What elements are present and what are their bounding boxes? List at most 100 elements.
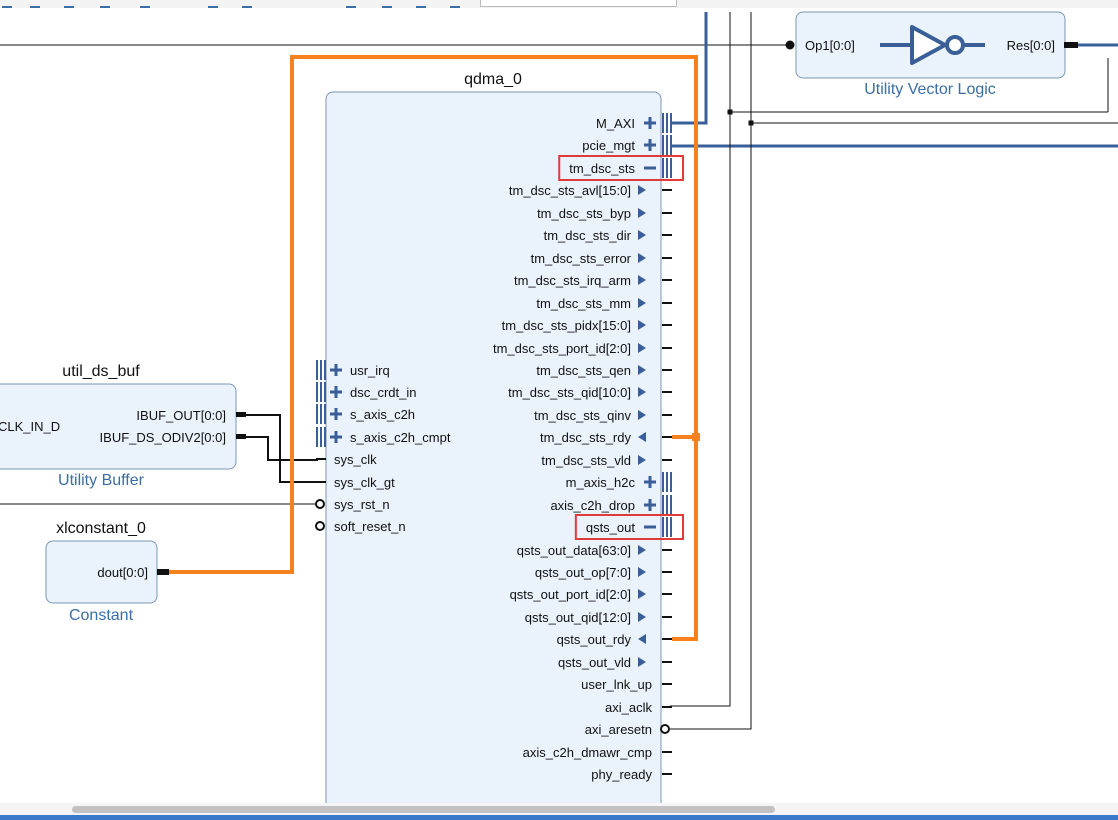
plus-icon[interactable] bbox=[648, 139, 652, 151]
uvl-op1-pin[interactable] bbox=[785, 40, 795, 50]
output-arrow-icon bbox=[638, 612, 646, 622]
toolbar-search-input[interactable] bbox=[480, 0, 677, 7]
qdma-pin-sys-clk-gt[interactable]: sys_clk_gt bbox=[316, 475, 395, 490]
toolbar-icon[interactable] bbox=[2, 0, 12, 8]
qdma-pin-label: tm_dsc_sts_mm bbox=[536, 296, 631, 311]
toolbar-icon[interactable] bbox=[100, 0, 110, 8]
plus-icon[interactable] bbox=[334, 408, 338, 420]
bus-connector-icon bbox=[324, 360, 326, 380]
qdma-pin-m-axis-h2c[interactable]: m_axis_h2c bbox=[566, 472, 672, 492]
plus-icon[interactable] bbox=[334, 386, 338, 398]
toolbar-icon[interactable] bbox=[30, 0, 40, 8]
qdma-pin-axis-c2h-dmawr-cmp[interactable]: axis_c2h_dmawr_cmp bbox=[523, 745, 672, 760]
qdma-pin-axi-aclk[interactable]: axi_aclk bbox=[605, 700, 672, 715]
qdma-pin-tm-dsc-sts[interactable]: tm_dsc_sts bbox=[558, 155, 684, 181]
toolbar-icon[interactable] bbox=[382, 0, 392, 8]
junction-dot bbox=[748, 120, 754, 126]
uvl-block[interactable]: Op1[0:0] Res[0:0] Utility Vector Logic bbox=[785, 11, 1079, 98]
toolbar-icon[interactable] bbox=[242, 0, 252, 8]
qdma-pin-tm-dsc-sts-error[interactable]: tm_dsc_sts_error bbox=[531, 251, 672, 266]
qdma-pin-qsts-out-op[interactable]: qsts_out_op[7:0] bbox=[535, 565, 672, 580]
uvl-subtitle: Utility Vector Logic bbox=[864, 81, 996, 98]
xlconstant-block[interactable]: xlconstant_0 dout[0:0] Constant bbox=[45, 520, 169, 624]
bus-connector-icon bbox=[316, 427, 318, 447]
qdma-block[interactable]: qdma_0 usr_irqdsc_crdt_ins_axis_c2hs_axi… bbox=[315, 71, 684, 813]
not-gate-icon bbox=[880, 25, 985, 65]
qdma-pin-usr-irq[interactable]: usr_irq bbox=[316, 360, 390, 380]
qdma-pin-dsc-crdt-in[interactable]: dsc_crdt_in bbox=[316, 382, 416, 402]
plus-icon[interactable] bbox=[648, 499, 652, 511]
qdma-pin-tm-dsc-sts-qen[interactable]: tm_dsc_sts_qen bbox=[536, 363, 672, 378]
qdma-pin-tm-dsc-sts-port-id[interactable]: tm_dsc_sts_port_id[2:0] bbox=[493, 341, 672, 356]
qdma-pin-sys-rst-n[interactable]: sys_rst_n bbox=[315, 497, 390, 512]
util-ds-buf-body[interactable] bbox=[0, 383, 237, 470]
qdma-pin-tm-dsc-sts-pidx[interactable]: tm_dsc_sts_pidx[15:0] bbox=[502, 318, 672, 333]
qdma-pin-qsts-out-rdy[interactable]: qsts_out_rdy bbox=[557, 632, 672, 647]
qdma-pin-tm-dsc-sts-qid[interactable]: tm_dsc_sts_qid[10:0] bbox=[508, 385, 672, 400]
net-ibuf-out[interactable] bbox=[238, 414, 318, 483]
minus-icon[interactable] bbox=[644, 525, 656, 529]
qdma-pin-label: tm_dsc_sts_byp bbox=[537, 206, 631, 221]
qdma-pin-qsts-out-data[interactable]: qsts_out_data[63:0] bbox=[517, 543, 672, 558]
qdma-pin-label: m_axis_h2c bbox=[566, 475, 636, 490]
toolbar-icon[interactable] bbox=[140, 0, 150, 8]
qdma-pin-axi-aresetn[interactable]: axi_aresetn bbox=[585, 722, 670, 737]
highlight-box bbox=[558, 155, 684, 181]
qdma-pin-sys-clk[interactable]: sys_clk bbox=[316, 452, 377, 467]
qdma-pin-axis-c2h-drop[interactable]: axis_c2h_drop bbox=[550, 495, 672, 515]
minus-icon[interactable] bbox=[644, 166, 656, 170]
qdma-pin-pcie-mgt[interactable]: pcie_mgt bbox=[582, 135, 672, 155]
qdma-pin-tm-dsc-sts-avl[interactable]: tm_dsc_sts_avl[15:0] bbox=[509, 183, 672, 198]
net-m-axi[interactable] bbox=[672, 12, 708, 125]
bus-connector-icon bbox=[670, 517, 672, 537]
toolbar-icon[interactable] bbox=[346, 0, 356, 8]
qdma-pin-tm-dsc-sts-byp[interactable]: tm_dsc_sts_byp bbox=[537, 206, 672, 221]
qdma-pin-label: tm_dsc_sts_dir bbox=[544, 228, 632, 243]
toolbar-icon[interactable] bbox=[450, 0, 460, 8]
qdma-pin-qsts-out-vld[interactable]: qsts_out_vld bbox=[558, 655, 672, 670]
qdma-pin-phy-ready[interactable]: phy_ready bbox=[591, 767, 672, 782]
bus-connector-icon bbox=[324, 427, 326, 447]
net-const-qsts-out-rdy[interactable] bbox=[672, 437, 698, 641]
qdma-pin-tm-dsc-sts-irq-arm[interactable]: tm_dsc_sts_irq_arm bbox=[514, 273, 672, 288]
uvl-res-pin[interactable] bbox=[1064, 42, 1078, 48]
qdma-pin-tm-dsc-sts-mm[interactable]: tm_dsc_sts_mm bbox=[536, 296, 672, 311]
util-ds-buf-subtitle: Utility Buffer bbox=[58, 472, 145, 489]
net-axi-aclk[interactable] bbox=[670, 12, 731, 707]
bus-connector-icon bbox=[662, 517, 664, 537]
qdma-pin-soft-reset-n[interactable]: soft_reset_n bbox=[315, 519, 406, 534]
qdma-pin-tm-dsc-sts-vld[interactable]: tm_dsc_sts_vld bbox=[541, 453, 672, 468]
qdma-pin-user-lnk-up[interactable]: user_lnk_up bbox=[581, 677, 672, 692]
qdma-pin-qsts-out-qid[interactable]: qsts_out_qid[12:0] bbox=[525, 610, 672, 625]
qdma-pin-tm-dsc-sts-qinv[interactable]: tm_dsc_sts_qinv bbox=[534, 408, 672, 423]
qdma-pin-m-axi[interactable]: M_AXI bbox=[596, 113, 672, 133]
plus-icon[interactable] bbox=[334, 431, 338, 443]
plus-icon[interactable] bbox=[648, 476, 652, 488]
qdma-pin-label: M_AXI bbox=[596, 116, 635, 131]
bus-connector-icon bbox=[666, 135, 668, 155]
util-ds-buf-block[interactable]: util_ds_buf CLK_IN_D IBUF_OUT[0:0] IBUF_… bbox=[0, 363, 246, 489]
xlconstant-dout-pin[interactable] bbox=[157, 569, 169, 575]
net-ibuf-ds-odiv2[interactable] bbox=[238, 436, 318, 461]
qdma-pin-s-axis-c2h-cmpt[interactable]: s_axis_c2h_cmpt bbox=[316, 427, 451, 447]
qdma-pin-tm-dsc-sts-dir[interactable]: tm_dsc_sts_dir bbox=[544, 228, 672, 243]
qdma-pin-tm-dsc-sts-rdy[interactable]: tm_dsc_sts_rdy bbox=[540, 430, 672, 445]
qdma-pin-label: tm_dsc_sts_rdy bbox=[540, 430, 632, 445]
util-ds-buf-ibuf-ds-odiv2-pin[interactable] bbox=[236, 434, 246, 439]
net-axi-aresetn[interactable] bbox=[670, 12, 752, 730]
util-ds-buf-ibuf-out-pin[interactable] bbox=[236, 412, 246, 417]
qdma-pin-qsts-out[interactable]: qsts_out bbox=[574, 514, 684, 540]
qdma-pin-s-axis-c2h[interactable]: s_axis_c2h bbox=[316, 404, 415, 424]
plus-icon[interactable] bbox=[334, 364, 338, 376]
toolbar-icon[interactable] bbox=[64, 0, 74, 8]
toolbar-icon[interactable] bbox=[208, 0, 218, 8]
bus-connector-icon bbox=[316, 360, 318, 380]
qdma-pin-label: qsts_out_op[7:0] bbox=[535, 565, 631, 580]
horizontal-scrollbar-thumb[interactable] bbox=[72, 806, 775, 813]
highlight-box bbox=[574, 514, 684, 540]
plus-icon[interactable] bbox=[648, 117, 652, 129]
qdma-pin-label: qsts_out_vld bbox=[558, 655, 631, 670]
qdma-pin-qsts-out-port-id[interactable]: qsts_out_port_id[2:0] bbox=[510, 587, 672, 602]
toolbar-icon[interactable] bbox=[416, 0, 426, 8]
